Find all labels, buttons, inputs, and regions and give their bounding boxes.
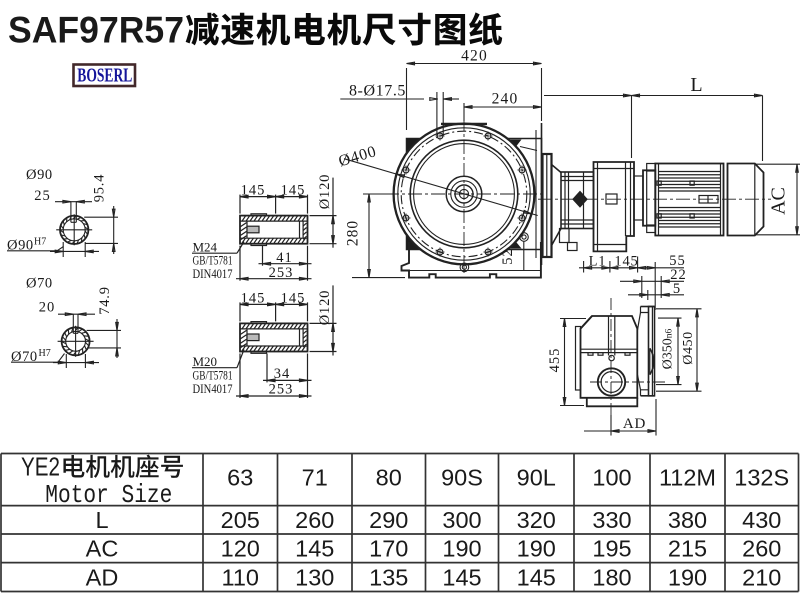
svg-text:L: L (690, 74, 702, 96)
svg-text:290: 290 (369, 507, 408, 533)
svg-text:74.9: 74.9 (97, 286, 113, 315)
svg-text:Ø120: Ø120 (317, 290, 333, 325)
svg-text:132S: 132S (734, 465, 789, 491)
svg-text:145: 145 (517, 564, 556, 590)
svg-text:H7: H7 (39, 348, 51, 359)
svg-text:130: 130 (295, 564, 334, 590)
svg-text:280: 280 (345, 220, 362, 246)
svg-text:SAF97R57: SAF97R57 (8, 9, 184, 50)
svg-text:71: 71 (302, 465, 328, 491)
svg-text:25: 25 (34, 188, 51, 204)
svg-text:Ø350n6: Ø350n6 (661, 328, 676, 369)
svg-text:90S: 90S (441, 465, 483, 491)
svg-text:145: 145 (442, 564, 481, 590)
svg-text:80: 80 (376, 465, 402, 491)
svg-text:100: 100 (592, 465, 631, 491)
svg-text:110: 110 (222, 564, 259, 590)
svg-text:135: 135 (369, 564, 408, 590)
svg-text:AD: AD (623, 416, 646, 432)
svg-text:20: 20 (39, 300, 56, 316)
svg-text:BOSERL: BOSERL (77, 65, 132, 86)
svg-text:430: 430 (742, 507, 781, 533)
svg-text:145: 145 (281, 183, 306, 199)
svg-text:M20: M20 (193, 354, 218, 369)
svg-text:L1: L1 (589, 254, 607, 270)
svg-text:145: 145 (241, 183, 266, 199)
svg-text:55: 55 (669, 253, 686, 269)
svg-text:8-Ø17.5: 8-Ø17.5 (349, 83, 406, 100)
svg-text:GB/T5781: GB/T5781 (193, 368, 233, 383)
svg-text:41: 41 (276, 250, 293, 266)
svg-text:112M: 112M (659, 465, 716, 491)
svg-text:63: 63 (227, 465, 253, 491)
svg-text:145: 145 (281, 290, 306, 306)
svg-text:M24: M24 (193, 240, 218, 255)
svg-text:240: 240 (492, 91, 519, 108)
svg-text:210: 210 (742, 564, 781, 590)
svg-text:205: 205 (221, 507, 260, 533)
svg-text:90L: 90L (517, 465, 556, 491)
svg-text:190: 190 (668, 564, 707, 590)
svg-text:260: 260 (295, 507, 334, 533)
svg-text:215: 215 (668, 536, 707, 562)
svg-text:145: 145 (614, 254, 638, 270)
svg-text:455: 455 (547, 348, 563, 373)
svg-text:DIN4017: DIN4017 (193, 381, 233, 396)
svg-text:Ø90: Ø90 (26, 167, 53, 183)
svg-text:420: 420 (461, 48, 488, 65)
svg-text:Ø90: Ø90 (7, 237, 34, 253)
svg-text:H7: H7 (34, 237, 46, 248)
svg-text:DIN4017: DIN4017 (193, 266, 233, 281)
svg-text:22: 22 (670, 267, 687, 283)
svg-text:Ø70: Ø70 (11, 349, 38, 365)
svg-text:190: 190 (442, 536, 481, 562)
svg-text:L: L (95, 507, 108, 533)
svg-text:300: 300 (442, 507, 481, 533)
svg-text:AC: AC (768, 187, 790, 215)
svg-text:34: 34 (274, 366, 291, 382)
svg-text:260: 260 (742, 536, 781, 562)
svg-text:95.4: 95.4 (92, 174, 108, 203)
svg-text:170: 170 (369, 536, 408, 562)
svg-text:195: 195 (592, 536, 631, 562)
svg-text:Motor Size: Motor Size (45, 480, 172, 510)
svg-text:120: 120 (221, 536, 260, 562)
svg-text:145: 145 (241, 290, 266, 306)
svg-text:AD: AD (86, 564, 119, 590)
svg-text:AC: AC (86, 536, 119, 562)
svg-text:330: 330 (592, 507, 631, 533)
svg-text:180: 180 (592, 564, 631, 590)
svg-text:52: 52 (500, 248, 516, 265)
svg-text:380: 380 (668, 507, 707, 533)
svg-text:190: 190 (517, 536, 556, 562)
svg-text:253: 253 (269, 382, 294, 398)
svg-text:GB/T5781: GB/T5781 (193, 253, 233, 268)
svg-text:Ø120: Ø120 (317, 174, 333, 209)
svg-text:Ø70: Ø70 (26, 276, 53, 292)
svg-text:253: 253 (269, 265, 294, 281)
svg-text:320: 320 (517, 507, 556, 533)
svg-text:YE2: YE2 (21, 452, 60, 482)
svg-text:145: 145 (295, 536, 334, 562)
svg-text:Ø450: Ø450 (681, 331, 696, 365)
svg-text:5: 5 (673, 281, 680, 297)
